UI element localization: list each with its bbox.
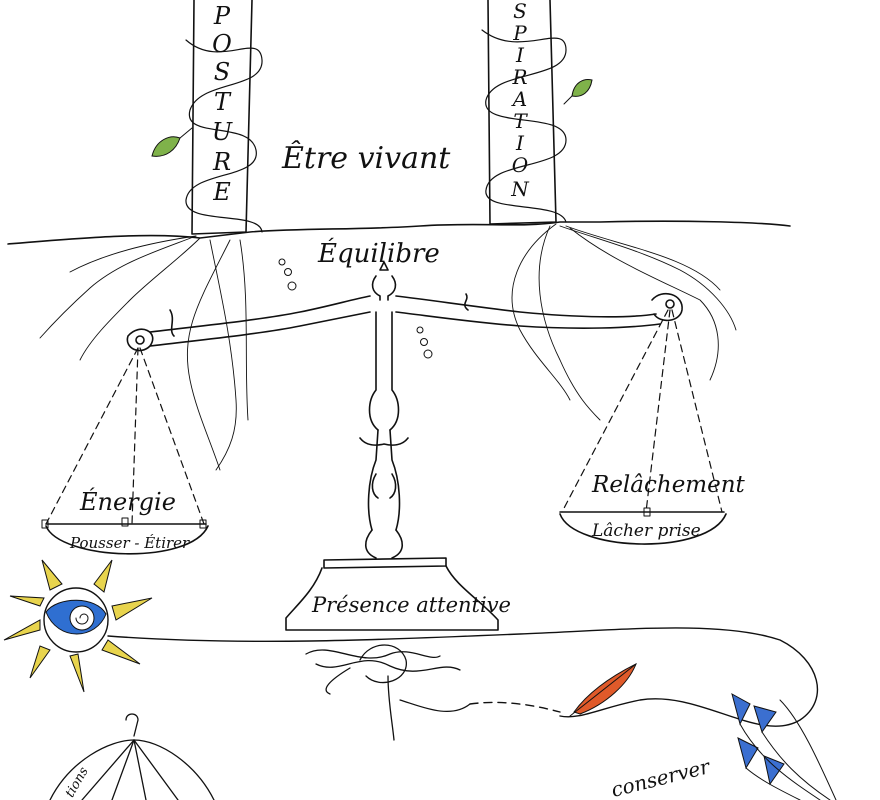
- posture-letter-4: U: [212, 118, 233, 146]
- presence-attentive-label: Présence attentive: [311, 593, 511, 617]
- pillar-posture: P O S T U R E: [185, 0, 263, 235]
- posture-letter-0: P: [213, 2, 231, 30]
- posture-letter-5: R: [212, 148, 231, 176]
- thought-bubbles-left: [278, 258, 297, 291]
- pan-left: [41, 347, 209, 555]
- pan-right: [559, 309, 727, 545]
- flow-line-dashed: [469, 701, 561, 713]
- pillar-spiration: S P I R A T I O N: [481, 0, 567, 225]
- umbrella-icon: [49, 713, 215, 800]
- knot-ornament: [305, 644, 461, 741]
- energie-label: Énergie: [79, 487, 176, 516]
- spiration-letter-0: S: [513, 0, 527, 23]
- pousser-etirer-label: Pousser - Étirer: [69, 534, 190, 552]
- scale-base: [285, 557, 499, 631]
- leaf-icon: [563, 79, 593, 105]
- spiration-letter-7: O: [512, 153, 528, 177]
- lacher-prise-label: Lâcher prise: [591, 521, 701, 541]
- spiration-letter-6: I: [515, 131, 525, 155]
- thought-bubbles-right: [416, 326, 433, 359]
- relachement-label: Relâchement: [591, 472, 746, 498]
- conserver-label: conserver: [609, 754, 714, 800]
- roots-left: [39, 235, 249, 471]
- roots-right: [511, 223, 737, 421]
- feather-icon: [569, 662, 637, 717]
- spiration-letter-3: R: [511, 65, 527, 89]
- scale-column: [359, 261, 409, 559]
- spiration-letter-1: P: [512, 21, 527, 45]
- posture-letter-6: E: [212, 178, 231, 206]
- etre-vivant-label: Être vivant: [281, 140, 451, 176]
- kite-icon: [731, 692, 837, 800]
- posture-letter-2: S: [214, 58, 230, 86]
- posture-letter-3: T: [214, 88, 232, 116]
- scale-beam: [126, 292, 683, 352]
- spiration-letter-5: T: [513, 109, 528, 133]
- spiration-letter-8: N: [510, 177, 530, 201]
- posture-letter-1: O: [212, 30, 232, 58]
- ground-line: [7, 220, 791, 245]
- flow-line-loop: [399, 699, 471, 713]
- equilibre-label: Équilibre: [317, 237, 440, 269]
- leaf-icon: [151, 127, 193, 157]
- sun-eye-icon: [3, 559, 153, 693]
- umbrella-text: tions: [63, 764, 92, 800]
- flow-line: [107, 627, 819, 727]
- spiration-letter-2: I: [515, 43, 525, 67]
- spiration-letter-4: A: [511, 87, 527, 111]
